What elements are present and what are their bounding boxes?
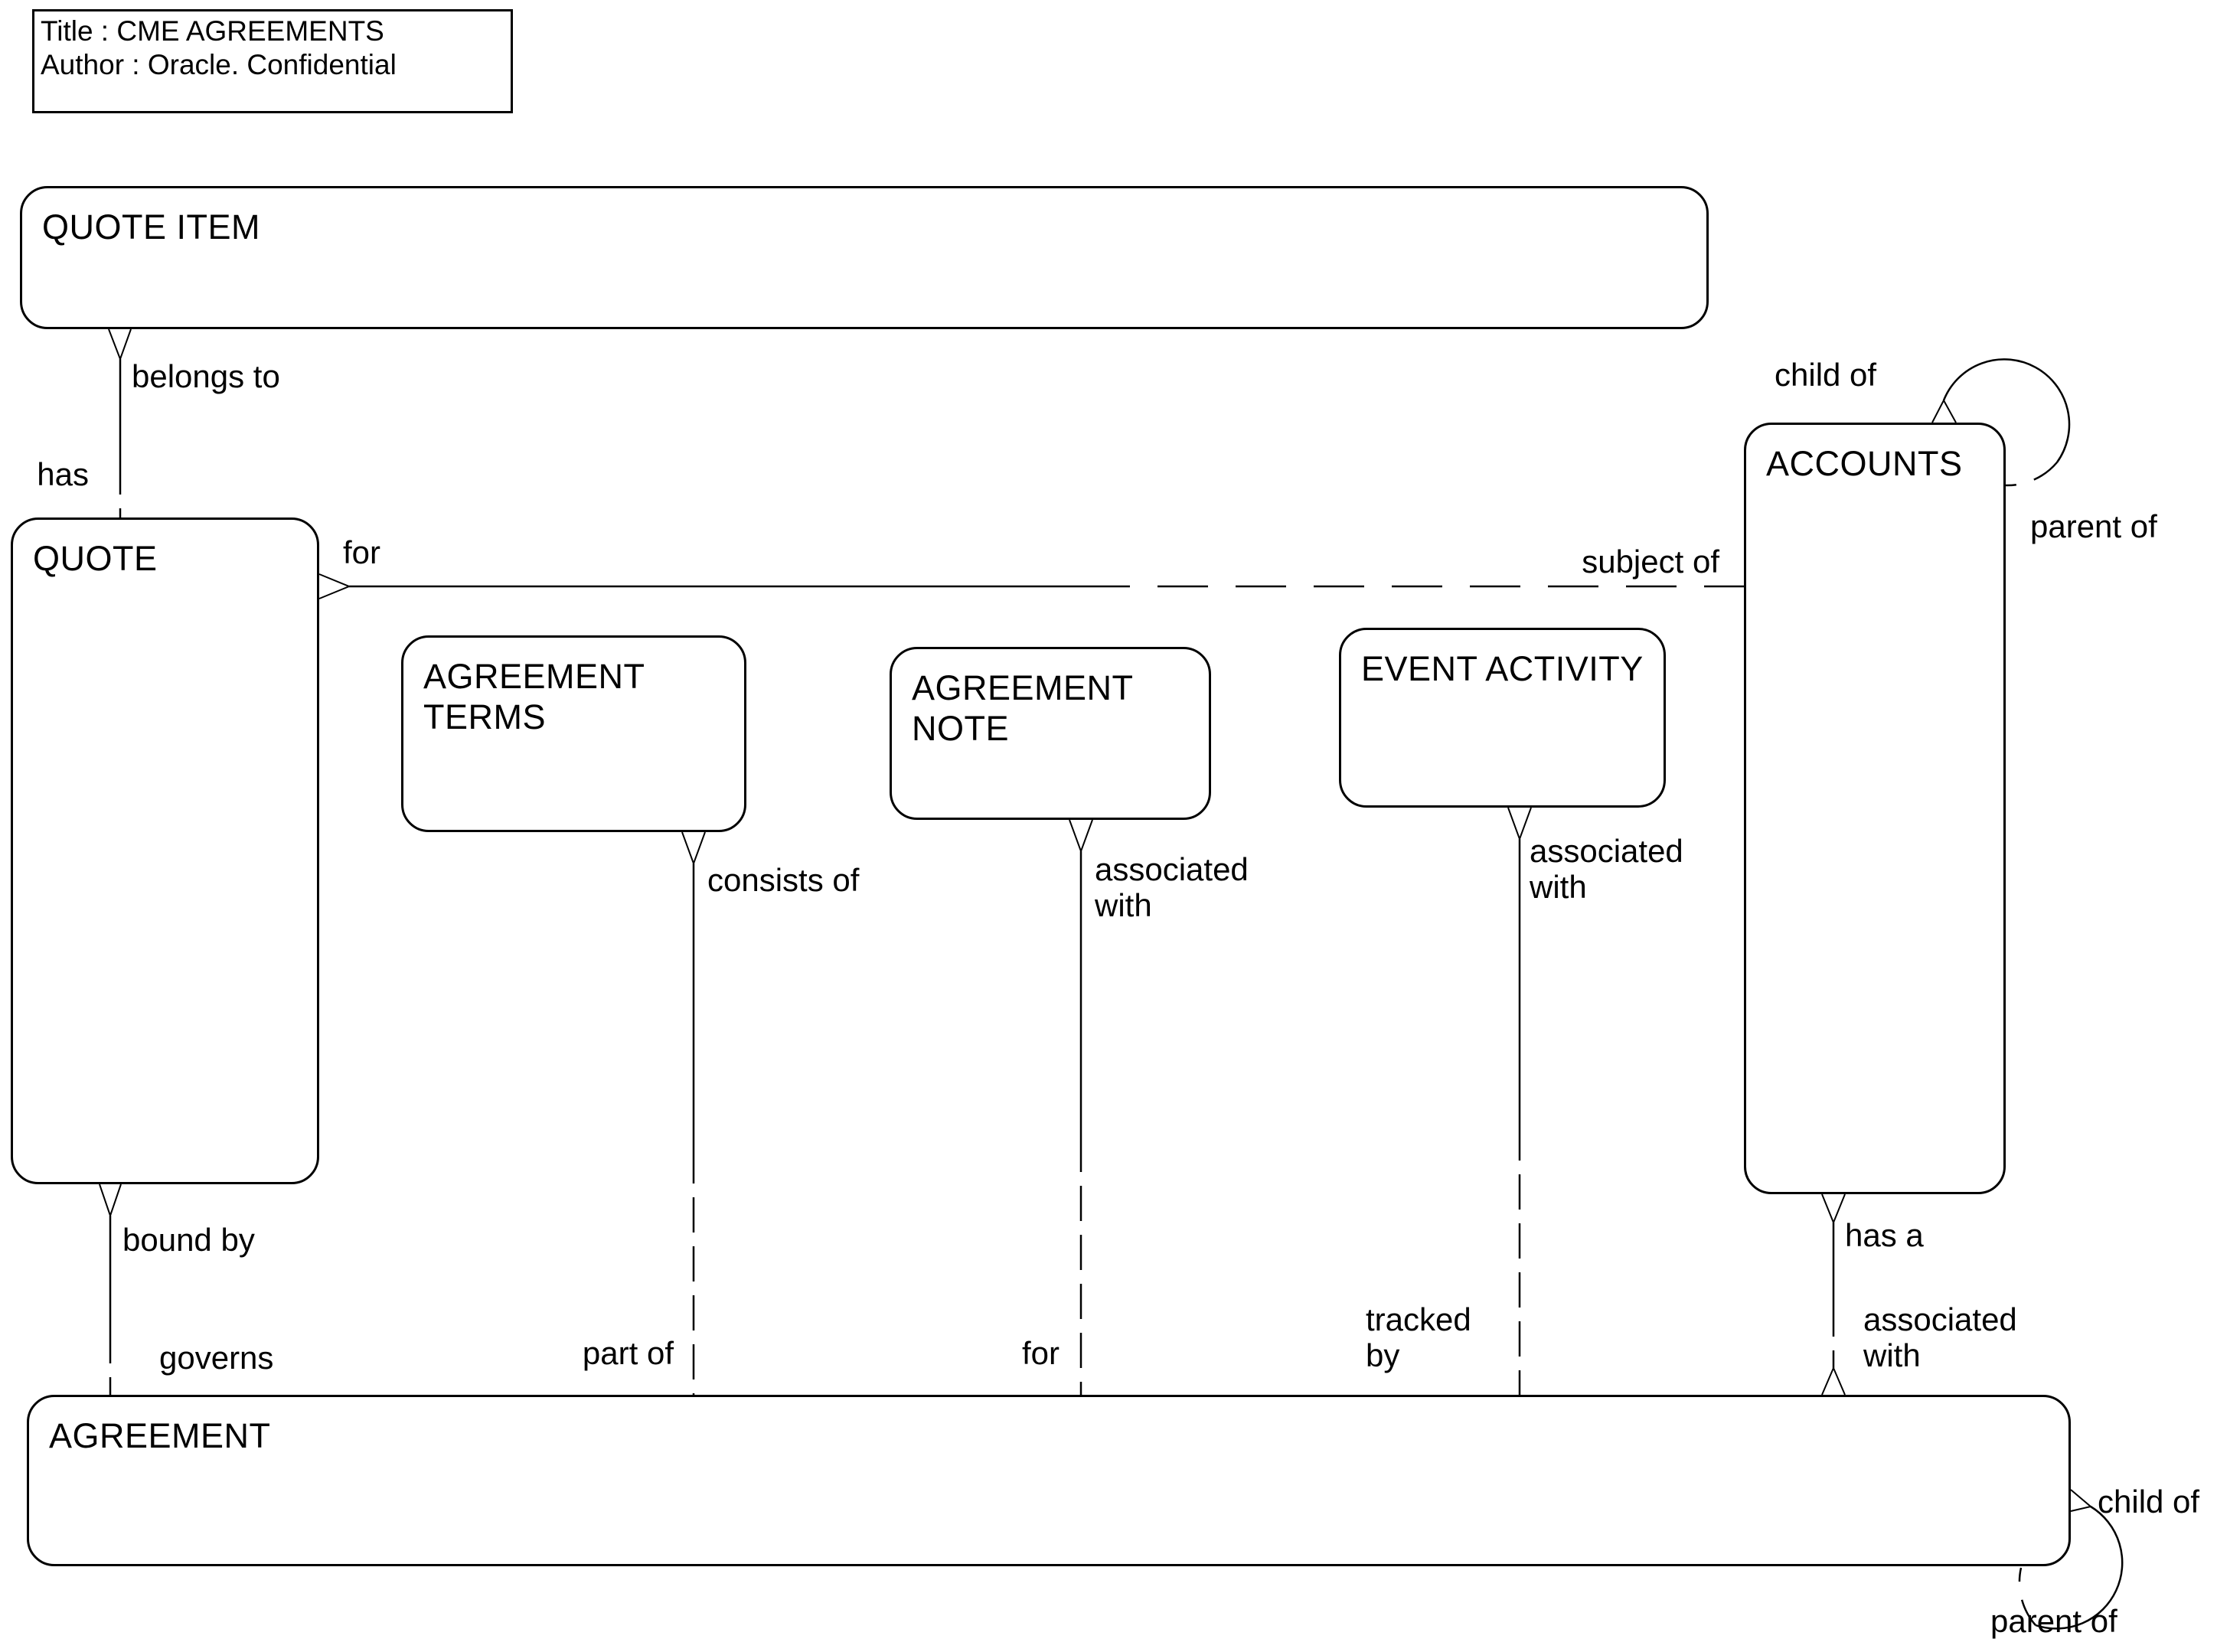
crows-foot-accounts-child-of: [1931, 398, 1957, 423]
relationship-label-accounts-parent-of: parent of: [2030, 508, 2157, 544]
relationship-label-bound-by: bound by: [122, 1222, 255, 1258]
crows-foot-quote-item: [108, 328, 132, 361]
entity-accounts: ACCOUNTS: [1744, 423, 2006, 1194]
entity-quote-item: QUOTE ITEM: [20, 186, 1709, 329]
entity-agreement-terms-label: AGREEMENT TERMS: [423, 657, 645, 736]
entity-agreement-label: AGREEMENT: [49, 1416, 271, 1455]
relationship-label-belongs-to: belongs to: [132, 358, 280, 394]
entity-event-activity: EVENT ACTIVITY: [1339, 628, 1666, 808]
diagram-author: Author : Oracle. Confidential: [41, 49, 397, 80]
relationship-label-for: for: [343, 534, 381, 570]
entity-quote-item-label: QUOTE ITEM: [42, 207, 260, 246]
relationship-label-part-of: part of: [582, 1335, 674, 1371]
diagram-title: Title : CME AGREEMENTS: [41, 15, 384, 47]
entity-accounts-label: ACCOUNTS: [1766, 444, 1963, 483]
relationship-label-event-associated-with: associated with: [1530, 833, 1683, 905]
entity-agreement-note: AGREEMENT NOTE: [890, 647, 1211, 820]
relationship-label-agreement-parent-of: parent of: [1990, 1603, 2117, 1639]
entity-quote: QUOTE: [11, 517, 319, 1184]
entity-event-activity-label: EVENT ACTIVITY: [1361, 649, 1644, 688]
crows-foot-quote-bound-by: [99, 1183, 122, 1219]
crows-foot-quote-for: [318, 573, 351, 599]
crows-foot-agreement-associated: [1821, 1366, 1846, 1396]
loop-accounts-dashed: [2005, 462, 2058, 487]
diagram-title-box: Title : CME AGREEMENTS Author : Oracle. …: [32, 9, 513, 113]
relationship-label-tracked-by: tracked by: [1366, 1301, 1471, 1373]
entity-quote-label: QUOTE: [33, 539, 158, 578]
relationship-label-consists-of: consists of: [707, 862, 860, 898]
crows-foot-event-activity: [1507, 807, 1532, 841]
relationship-label-has-a: has a: [1845, 1217, 1924, 1253]
crows-foot-agreement-note: [1069, 819, 1093, 854]
relationship-label-note-associated-with: associated with: [1095, 851, 1249, 923]
entity-agreement-terms: AGREEMENT TERMS: [401, 635, 746, 832]
crows-foot-accounts-has-a: [1821, 1193, 1846, 1225]
relationship-label-governs: governs: [159, 1340, 274, 1376]
relationship-label-note-for: for: [1021, 1335, 1060, 1371]
relationship-label-subject-of: subject of: [1582, 544, 1719, 580]
relationship-label-accounts-associated-with: associated with: [1863, 1301, 2017, 1373]
crows-foot-agreement-terms: [681, 831, 706, 866]
crows-foot-agreement-child-of: [2070, 1489, 2093, 1512]
relationship-label-agreement-child-of: child of: [2098, 1484, 2200, 1520]
entity-agreement: AGREEMENT: [27, 1395, 2071, 1566]
relationship-label-has: has: [37, 456, 89, 492]
relationship-label-accounts-child-of: child of: [1775, 357, 1877, 393]
entity-agreement-note-label: AGREEMENT NOTE: [912, 668, 1134, 748]
